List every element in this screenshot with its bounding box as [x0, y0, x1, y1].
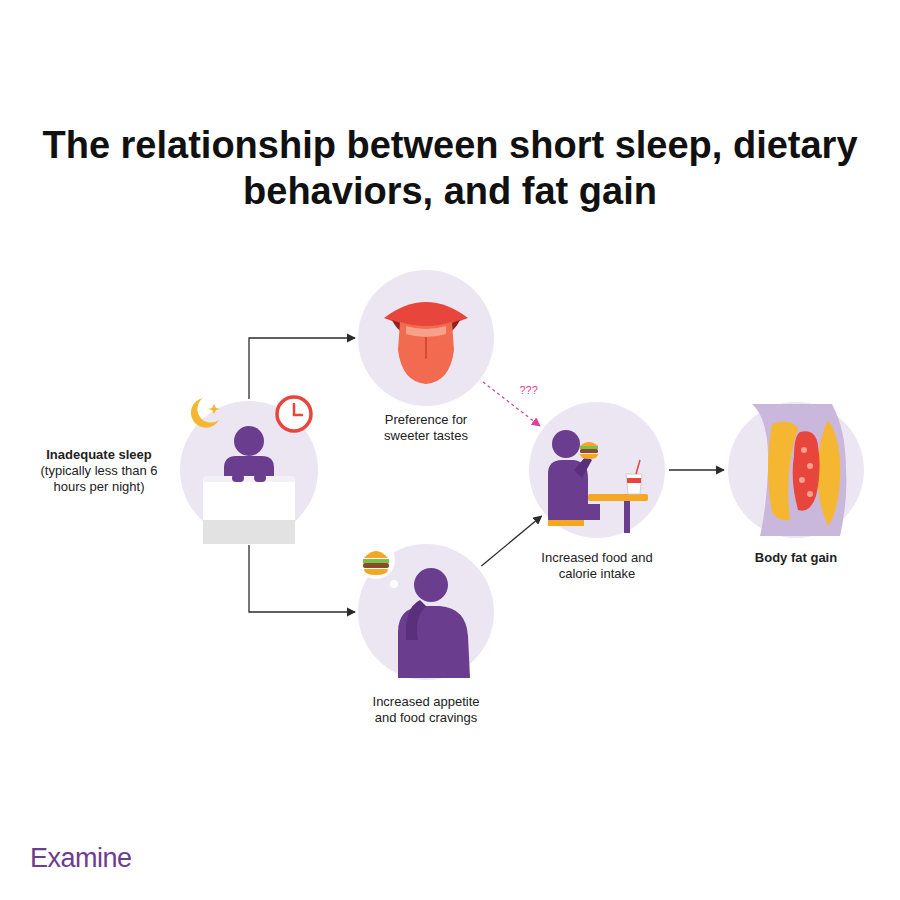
body-fat-illustration: [752, 404, 846, 536]
tongue-illustration: [384, 302, 468, 384]
circle-fill: [358, 544, 494, 680]
node-label: Inadequate sleep(typically less than 6 h…: [28, 447, 170, 495]
arrow-connector: [249, 545, 355, 612]
node-body: (typically less than 6 hours per night): [28, 463, 170, 495]
circle-node: Body fat gain: [728, 402, 864, 538]
node-label: Body fat gain: [726, 550, 866, 566]
circle-shape: [728, 402, 864, 538]
sleep-illustration: [191, 397, 311, 544]
arrow-connector: [669, 469, 724, 470]
circle-shape: [180, 401, 318, 539]
arrow-connector: [249, 338, 355, 399]
circle-node: Inadequate sleep(typically less than 6 h…: [180, 401, 318, 539]
eating-person-illustration: [548, 430, 648, 533]
circle-node: Increased food and calorie intake: [529, 402, 665, 538]
node-heading: Preference for sweeter tastes: [364, 412, 488, 444]
circle-shape: [529, 402, 665, 538]
node-heading: Increased food and calorie intake: [524, 550, 670, 582]
node-heading: Inadequate sleep: [28, 447, 170, 463]
node-heading: Body fat gain: [726, 550, 866, 566]
craving-person-illustration: [357, 541, 470, 678]
circle-node: Preference for sweeter tastes: [358, 270, 494, 406]
brand-logo: Examine: [30, 843, 132, 874]
circle-fill: [180, 401, 318, 539]
arrow-connector: [481, 516, 541, 566]
diagram-title: The relationship between short sleep, di…: [40, 122, 860, 214]
edge-label: ???: [518, 384, 540, 396]
circle-shape: [358, 544, 494, 680]
circle-node: Increased appetite and food cravings: [358, 544, 494, 680]
node-label: Increased appetite and food cravings: [360, 694, 492, 726]
node-label: Preference for sweeter tastes: [364, 412, 488, 444]
circle-shape: [358, 270, 494, 406]
circle-fill: [529, 402, 665, 538]
node-label: Increased food and calorie intake: [524, 550, 670, 582]
node-heading: Increased appetite and food cravings: [360, 694, 492, 726]
circle-fill: [358, 270, 494, 406]
circle-fill: [728, 402, 864, 538]
dashed-arrow: [483, 382, 540, 426]
